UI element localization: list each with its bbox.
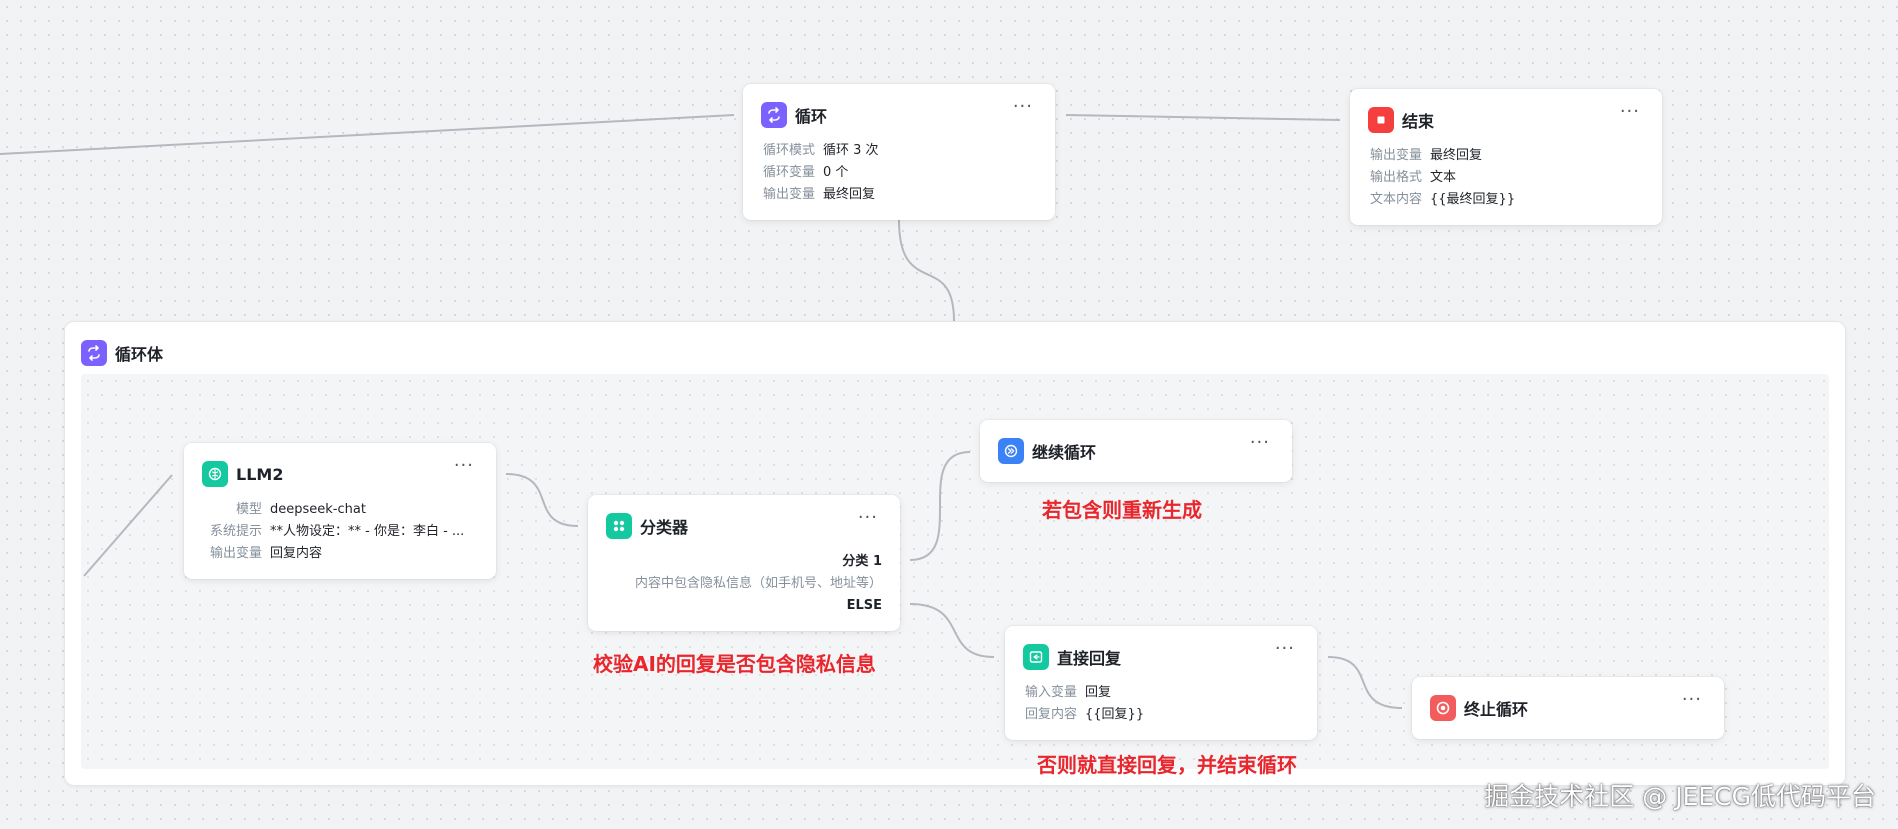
reply-node-props: 输入变量 回复 回复内容 {{回复}} (1025, 682, 1144, 726)
classifier-node-menu-button[interactable]: ··· (857, 507, 878, 528)
reply-node-menu-button[interactable]: ··· (1274, 638, 1295, 659)
prop-value: 最终回复 (823, 187, 876, 202)
stop-loop-node[interactable]: 终止循环 ··· (1412, 677, 1724, 739)
prop-row: 系统提示 **人物设定：** - 你是：李白 - ... (204, 521, 482, 543)
end-node[interactable]: 结束 ··· 输出变量 最终回复 输出格式 文本 文本内容 {{最终回复}} (1350, 89, 1662, 225)
continue-node-title: 继续循环 (1032, 443, 1097, 462)
prop-label: 文本内容 (1370, 192, 1423, 207)
continue-loop-node[interactable]: 继续循环 ··· (980, 420, 1292, 482)
loop-node-title: 循环 (795, 107, 828, 126)
watermark: 掘金技术社区 @ JEECG低代码平台 (1484, 782, 1876, 811)
continue-node-header: 继续循环 (998, 438, 1096, 464)
llm-node[interactable]: LLM2 ··· 模型 deepseek-chat 系统提示 **人物设定：**… (184, 443, 496, 579)
end-node-header: 结束 (1368, 107, 1434, 133)
loop-node-menu-button[interactable]: ··· (1012, 96, 1033, 117)
class1-label: 分类 1 (842, 554, 882, 569)
edge-start-to-loop (0, 114, 735, 155)
stop-node-title: 终止循环 (1464, 700, 1529, 719)
edge-loop-to-end (1065, 114, 1341, 121)
prop-value: {{最终回复}} (1430, 192, 1516, 207)
prop-label: 回复内容 (1025, 707, 1078, 722)
prop-label: 系统提示 (209, 524, 262, 539)
prop-value: 回复 (1085, 685, 1112, 700)
grid-icon (606, 513, 632, 539)
prop-row: 输出格式 文本 (1370, 167, 1515, 189)
loop-body-header: 循环体 (81, 340, 163, 366)
prop-value: **人物设定：** - 你是：李白 - ... (270, 524, 465, 539)
prop-row: 输入变量 回复 (1025, 682, 1144, 704)
reply-icon (1023, 644, 1049, 670)
else-annotation: 否则就直接回复，并结束循环 (1037, 753, 1297, 777)
prop-label: 循环变量 (763, 165, 816, 180)
loop-node-props: 循环模式 循环 3 次 循环变量 0 个 输出变量 最终回复 (763, 140, 879, 206)
prop-label: 输出格式 (1370, 170, 1423, 185)
classifier-node[interactable]: 分类器 ··· 分类 1 内容中包含隐私信息（如手机号、地址等） ELSE (588, 495, 900, 631)
classifier-node-header: 分类器 (606, 513, 688, 539)
continue-node-menu-button[interactable]: ··· (1249, 432, 1270, 453)
fast-forward-icon (998, 438, 1024, 464)
prop-value: 文本 (1430, 170, 1457, 185)
end-node-menu-button[interactable]: ··· (1619, 101, 1640, 122)
loop-body-title: 循环体 (115, 345, 164, 364)
end-node-title: 结束 (1402, 112, 1435, 131)
prop-value: {{回复}} (1085, 707, 1145, 722)
prop-label: 输入变量 (1025, 685, 1078, 700)
prop-row: 文本内容 {{最终回复}} (1370, 189, 1515, 211)
loop-node[interactable]: 循环 ··· 循环模式 循环 3 次 循环变量 0 个 输出变量 最终回复 (743, 84, 1055, 220)
else-label: ELSE (846, 598, 882, 613)
prop-row: 输出变量 最终回复 (1370, 145, 1515, 167)
stop-node-header: 终止循环 (1430, 695, 1528, 721)
classifier-annotation: 校验AI的回复是否包含隐私信息 (593, 652, 876, 676)
edge-loop-to-body (898, 219, 955, 322)
classifier-branches: 分类 1 内容中包含隐私信息（如手机号、地址等） ELSE (635, 551, 882, 617)
prop-row: 循环变量 0 个 (763, 162, 879, 184)
llm-node-header: LLM2 (202, 461, 283, 487)
loop-node-header: 循环 (761, 102, 827, 128)
continue-annotation: 若包含则重新生成 (1042, 498, 1202, 522)
class1-description: 内容中包含隐私信息（如手机号、地址等） (634, 576, 882, 591)
prop-label: 输出变量 (763, 187, 816, 202)
stop-circle-icon (1430, 695, 1456, 721)
prop-row: 回复内容 {{回复}} (1025, 704, 1144, 726)
stop-square-icon (1368, 107, 1394, 133)
llm-node-props: 模型 deepseek-chat 系统提示 **人物设定：** - 你是：李白 … (204, 499, 482, 565)
prop-value: 回复内容 (270, 546, 323, 561)
prop-label: 输出变量 (209, 546, 262, 561)
prop-row: 循环模式 循环 3 次 (763, 140, 879, 162)
prop-value: 0 个 (823, 165, 849, 180)
brain-icon (202, 461, 228, 487)
prop-label: 模型 (235, 502, 262, 517)
end-node-props: 输出变量 最终回复 输出格式 文本 文本内容 {{最终回复}} (1370, 145, 1515, 211)
reply-node[interactable]: 直接回复 ··· 输入变量 回复 回复内容 {{回复}} (1005, 626, 1317, 740)
prop-row: 输出变量 最终回复 (763, 184, 879, 206)
prop-row: 模型 deepseek-chat (204, 499, 482, 521)
loop-icon (761, 102, 787, 128)
prop-label: 输出变量 (1370, 148, 1423, 163)
prop-value: 循环 3 次 (823, 143, 879, 158)
classifier-node-title: 分类器 (640, 518, 689, 537)
reply-node-title: 直接回复 (1057, 649, 1122, 668)
prop-value: 最终回复 (1430, 148, 1483, 163)
prop-value: deepseek-chat (270, 502, 366, 517)
loop-icon (81, 340, 107, 366)
llm-node-title: LLM2 (236, 464, 284, 484)
reply-node-header: 直接回复 (1023, 644, 1121, 670)
prop-label: 循环模式 (763, 143, 816, 158)
stop-node-menu-button[interactable]: ··· (1681, 689, 1702, 710)
llm-node-menu-button[interactable]: ··· (453, 455, 474, 476)
prop-row: 输出变量 回复内容 (204, 543, 482, 565)
